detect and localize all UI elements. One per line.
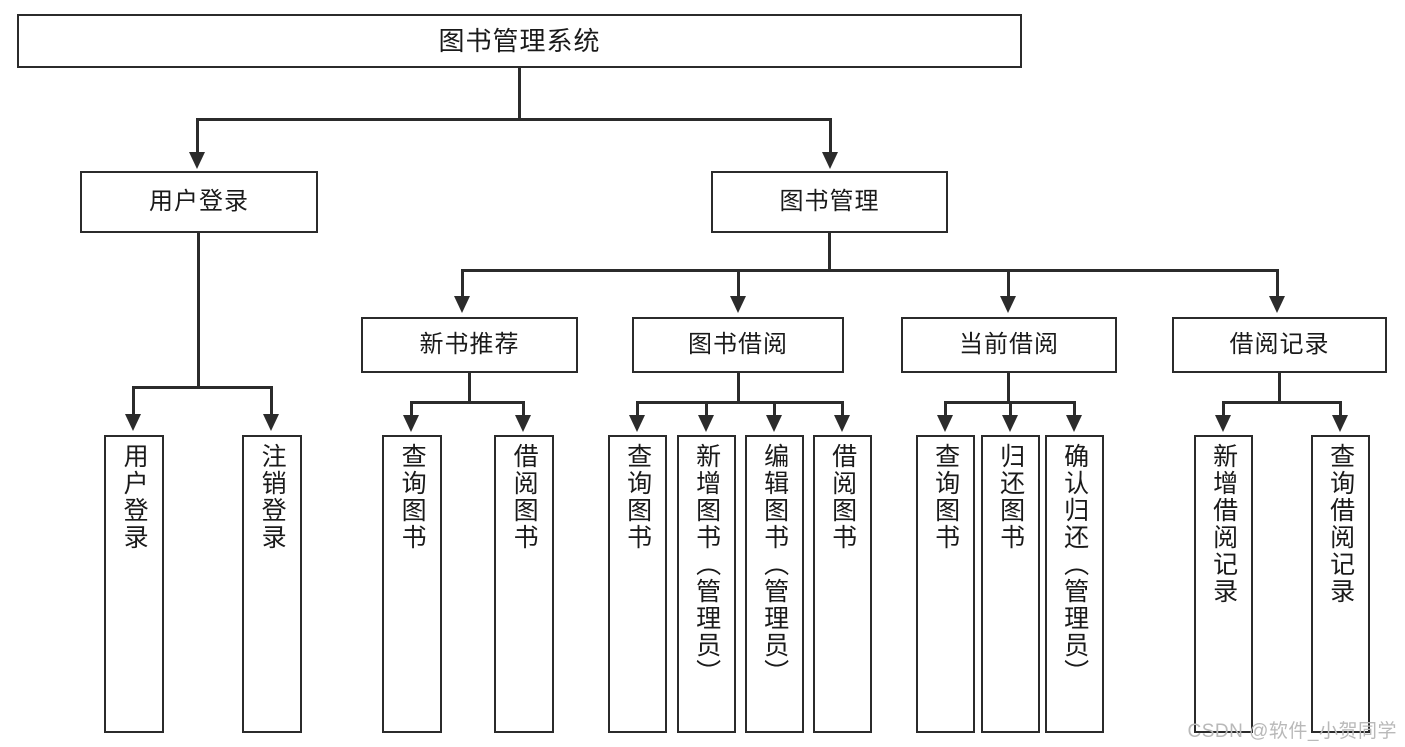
leaf-query-book-borrow[interactable]: 查询图书 bbox=[608, 435, 667, 733]
node-label: 新增借阅记录 bbox=[1209, 443, 1238, 605]
node-label: 用户登录 bbox=[149, 188, 249, 215]
edge-book-mgmt-drop-4 bbox=[1276, 269, 1279, 298]
edge-new-book-bus bbox=[410, 401, 525, 404]
node-label: 当前借阅 bbox=[959, 331, 1059, 358]
edge-user-login-stem bbox=[197, 233, 200, 388]
edge-book-mgmt-stem bbox=[828, 233, 831, 271]
node-label: 新增图书（管理员） bbox=[692, 443, 721, 686]
leaf-return-book[interactable]: 归还图书 bbox=[981, 435, 1040, 733]
node-label: 图书管理系统 bbox=[438, 25, 601, 56]
arrowhead-user-login-2 bbox=[263, 414, 279, 431]
node-label: 图书借阅 bbox=[688, 331, 788, 358]
node-book-borrow[interactable]: 图书借阅 bbox=[632, 317, 844, 373]
leaf-query-book-newbook[interactable]: 查询图书 bbox=[382, 435, 442, 733]
edge-book-borrow-drop-1 bbox=[636, 401, 639, 417]
node-label: 借阅记录 bbox=[1229, 331, 1330, 358]
arrowhead-book-borrow-3 bbox=[766, 415, 782, 432]
arrowhead-borrow-record-1 bbox=[1215, 415, 1231, 432]
arrowhead-book-borrow-4 bbox=[834, 415, 850, 432]
leaf-confirm-return-admin[interactable]: 确认归还（管理员） bbox=[1045, 435, 1104, 733]
node-current-borrow[interactable]: 当前借阅 bbox=[901, 317, 1117, 373]
node-label: 查询图书 bbox=[398, 443, 427, 551]
node-label: 注销登录 bbox=[258, 443, 287, 551]
arrowhead-to-book-mgmt bbox=[822, 152, 838, 169]
edge-current-borrow-stem bbox=[1007, 373, 1010, 403]
node-label: 用户登录 bbox=[120, 443, 149, 551]
arrowhead-new-book bbox=[454, 296, 470, 313]
edge-root-bus bbox=[196, 118, 832, 121]
edge-user-login-bus bbox=[132, 386, 273, 389]
node-label: 借阅图书 bbox=[828, 443, 857, 551]
csdn-watermark: CSDN @软件_小贺同学 bbox=[1187, 721, 1397, 742]
edge-book-mgmt-drop-1 bbox=[461, 269, 464, 298]
node-label: 编辑图书（管理员） bbox=[760, 443, 789, 686]
leaf-user-login[interactable]: 用户登录 bbox=[104, 435, 164, 733]
arrowhead-book-borrow-1 bbox=[629, 415, 645, 432]
node-label: 查询借阅记录 bbox=[1326, 443, 1355, 605]
edge-book-borrow-bus bbox=[636, 401, 844, 404]
arrowhead-to-user-login bbox=[189, 152, 205, 169]
edge-new-book-drop-2 bbox=[522, 401, 525, 417]
edge-book-mgmt-drop-2 bbox=[737, 269, 740, 298]
arrowhead-book-borrow bbox=[730, 296, 746, 313]
node-root-system[interactable]: 图书管理系统 bbox=[17, 14, 1022, 68]
node-label: 查询图书 bbox=[623, 443, 652, 551]
edge-user-login-drop-2 bbox=[270, 386, 273, 416]
edge-book-borrow-stem bbox=[737, 373, 740, 403]
node-label: 确认归还（管理员） bbox=[1060, 443, 1089, 686]
edge-new-book-stem bbox=[468, 373, 471, 403]
leaf-query-book-current[interactable]: 查询图书 bbox=[916, 435, 975, 733]
arrowhead-current-borrow-3 bbox=[1066, 415, 1082, 432]
edge-borrow-record-stem bbox=[1278, 373, 1281, 403]
edge-current-borrow-drop-3 bbox=[1073, 401, 1076, 417]
arrowhead-borrow-record-2 bbox=[1332, 415, 1348, 432]
node-new-book-recommend[interactable]: 新书推荐 bbox=[361, 317, 578, 373]
node-label: 新书推荐 bbox=[419, 331, 520, 358]
edge-user-login-drop-1 bbox=[132, 386, 135, 416]
leaf-add-book-admin[interactable]: 新增图书（管理员） bbox=[677, 435, 736, 733]
edge-book-mgmt-bus bbox=[461, 269, 1278, 272]
node-book-management[interactable]: 图书管理 bbox=[711, 171, 948, 233]
arrowhead-current-borrow-1 bbox=[937, 415, 953, 432]
arrowhead-new-book-2 bbox=[515, 415, 531, 432]
leaf-borrow-book-newbook[interactable]: 借阅图书 bbox=[494, 435, 554, 733]
edge-borrow-record-bus bbox=[1222, 401, 1342, 404]
arrowhead-current-borrow bbox=[1000, 296, 1016, 313]
edge-book-borrow-drop-4 bbox=[841, 401, 844, 417]
leaf-query-borrow-record[interactable]: 查询借阅记录 bbox=[1311, 435, 1370, 733]
node-borrow-record[interactable]: 借阅记录 bbox=[1172, 317, 1387, 373]
edge-current-borrow-drop-1 bbox=[944, 401, 947, 417]
edge-borrow-record-drop-2 bbox=[1339, 401, 1342, 417]
node-label: 查询图书 bbox=[931, 443, 960, 551]
edge-current-borrow-drop-2 bbox=[1009, 401, 1012, 417]
node-user-login[interactable]: 用户登录 bbox=[80, 171, 318, 233]
edge-root-to-user-login bbox=[196, 118, 199, 154]
edge-book-mgmt-drop-3 bbox=[1007, 269, 1010, 298]
edge-root-to-book-mgmt bbox=[829, 118, 832, 154]
node-label: 图书管理 bbox=[779, 188, 880, 215]
edge-book-borrow-drop-2 bbox=[705, 401, 708, 417]
leaf-borrow-book[interactable]: 借阅图书 bbox=[813, 435, 872, 733]
leaf-add-borrow-record[interactable]: 新增借阅记录 bbox=[1194, 435, 1253, 733]
edge-root-stem bbox=[518, 68, 521, 120]
arrowhead-book-borrow-2 bbox=[698, 415, 714, 432]
node-label: 归还图书 bbox=[996, 443, 1025, 551]
arrowhead-borrow-record bbox=[1269, 296, 1285, 313]
leaf-edit-book-admin[interactable]: 编辑图书（管理员） bbox=[745, 435, 804, 733]
edge-new-book-drop-1 bbox=[410, 401, 413, 417]
arrowhead-current-borrow-2 bbox=[1002, 415, 1018, 432]
edge-borrow-record-drop-1 bbox=[1222, 401, 1225, 417]
node-label: 借阅图书 bbox=[510, 443, 539, 551]
leaf-logout[interactable]: 注销登录 bbox=[242, 435, 302, 733]
arrowhead-new-book-1 bbox=[403, 415, 419, 432]
arrowhead-user-login-1 bbox=[125, 414, 141, 431]
edge-book-borrow-drop-3 bbox=[773, 401, 776, 417]
